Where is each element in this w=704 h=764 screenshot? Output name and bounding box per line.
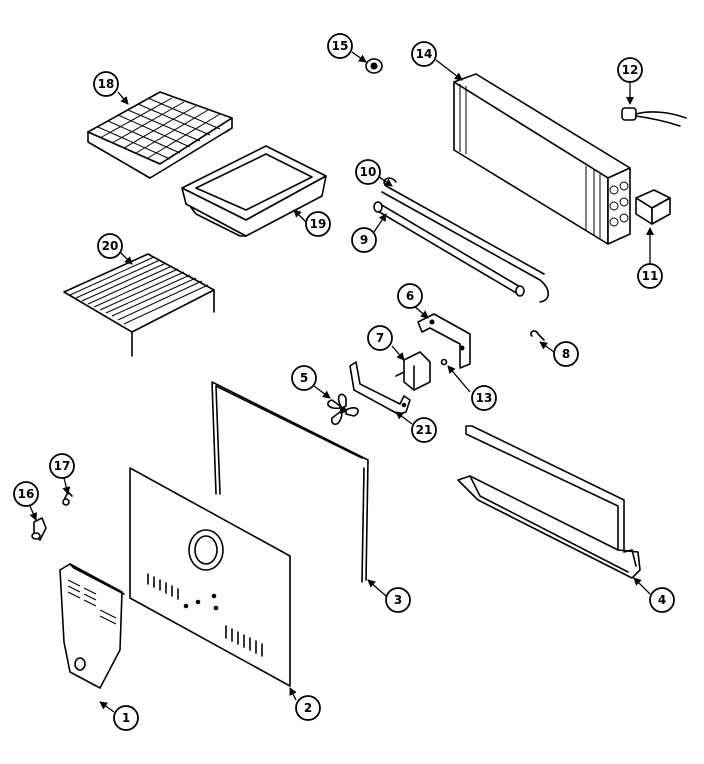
part-6-bracket	[417, 313, 471, 369]
svg-text:14: 14	[416, 47, 433, 61]
part-18-ice-cube-tray	[87, 91, 233, 179]
callout-20: 20	[97, 233, 123, 259]
part-15-nut	[365, 58, 383, 74]
part-11-terminal-block	[635, 189, 671, 225]
part-16-knob	[31, 517, 47, 541]
callout-18: 18	[93, 71, 119, 97]
callout-7: 7	[367, 325, 393, 351]
callout-8: 8	[553, 341, 579, 367]
part-4-crisper-cover	[457, 425, 641, 579]
svg-text:6: 6	[406, 289, 414, 303]
svg-text:2: 2	[304, 701, 312, 715]
part-7-fan-motor	[395, 351, 431, 391]
part-14-evaporator	[453, 73, 631, 245]
svg-text:3: 3	[394, 593, 402, 607]
callout-15: 15	[327, 33, 353, 59]
callout-16: 16	[13, 481, 39, 507]
svg-text:17: 17	[54, 459, 71, 473]
callout-19: 19	[305, 211, 331, 237]
part-13-screw	[440, 358, 448, 366]
svg-text:7: 7	[376, 331, 384, 345]
svg-text:21: 21	[416, 423, 433, 437]
callout-17: 17	[49, 453, 75, 479]
svg-text:16: 16	[18, 487, 35, 501]
callout-10: 10	[355, 159, 381, 185]
callout-14: 14	[411, 41, 437, 67]
callout-3: 3	[385, 587, 411, 613]
callout-6: 6	[397, 283, 423, 309]
callout-21: 21	[411, 417, 437, 443]
part-5-fan-blade	[327, 393, 359, 426]
svg-text:9: 9	[360, 233, 368, 247]
part-9-heater-rod	[373, 201, 525, 297]
svg-text:13: 13	[476, 391, 493, 405]
part-21-motor-bracket	[349, 361, 411, 415]
part-3-gasket-frame	[211, 381, 369, 583]
svg-text:5: 5	[300, 371, 308, 385]
callout-11: 11	[637, 263, 663, 289]
svg-text:19: 19	[310, 217, 327, 231]
callout-1: 1	[113, 705, 139, 731]
callout-2: 2	[295, 695, 321, 721]
svg-text:11: 11	[642, 269, 659, 283]
part-1-control-housing	[59, 563, 125, 689]
svg-text:4: 4	[658, 593, 666, 607]
svg-text:10: 10	[360, 165, 377, 179]
part-10-defrost-heater	[381, 177, 550, 303]
svg-text:20: 20	[102, 239, 119, 253]
svg-text:1: 1	[122, 711, 130, 725]
callout-4: 4	[649, 587, 675, 613]
svg-text:15: 15	[332, 39, 349, 53]
part-19-ice-bin	[181, 145, 327, 237]
svg-text:12: 12	[622, 63, 639, 77]
callout-13: 13	[471, 385, 497, 411]
part-20-wire-shelf	[63, 253, 215, 357]
part-8-clip	[530, 330, 545, 341]
svg-text:18: 18	[98, 77, 115, 91]
part-2-rear-panel	[129, 467, 291, 687]
callout-5: 5	[291, 365, 317, 391]
callout-12: 12	[617, 57, 643, 83]
svg-text:8: 8	[562, 347, 570, 361]
callout-9: 9	[351, 227, 377, 253]
part-12-thermostat	[621, 107, 687, 127]
